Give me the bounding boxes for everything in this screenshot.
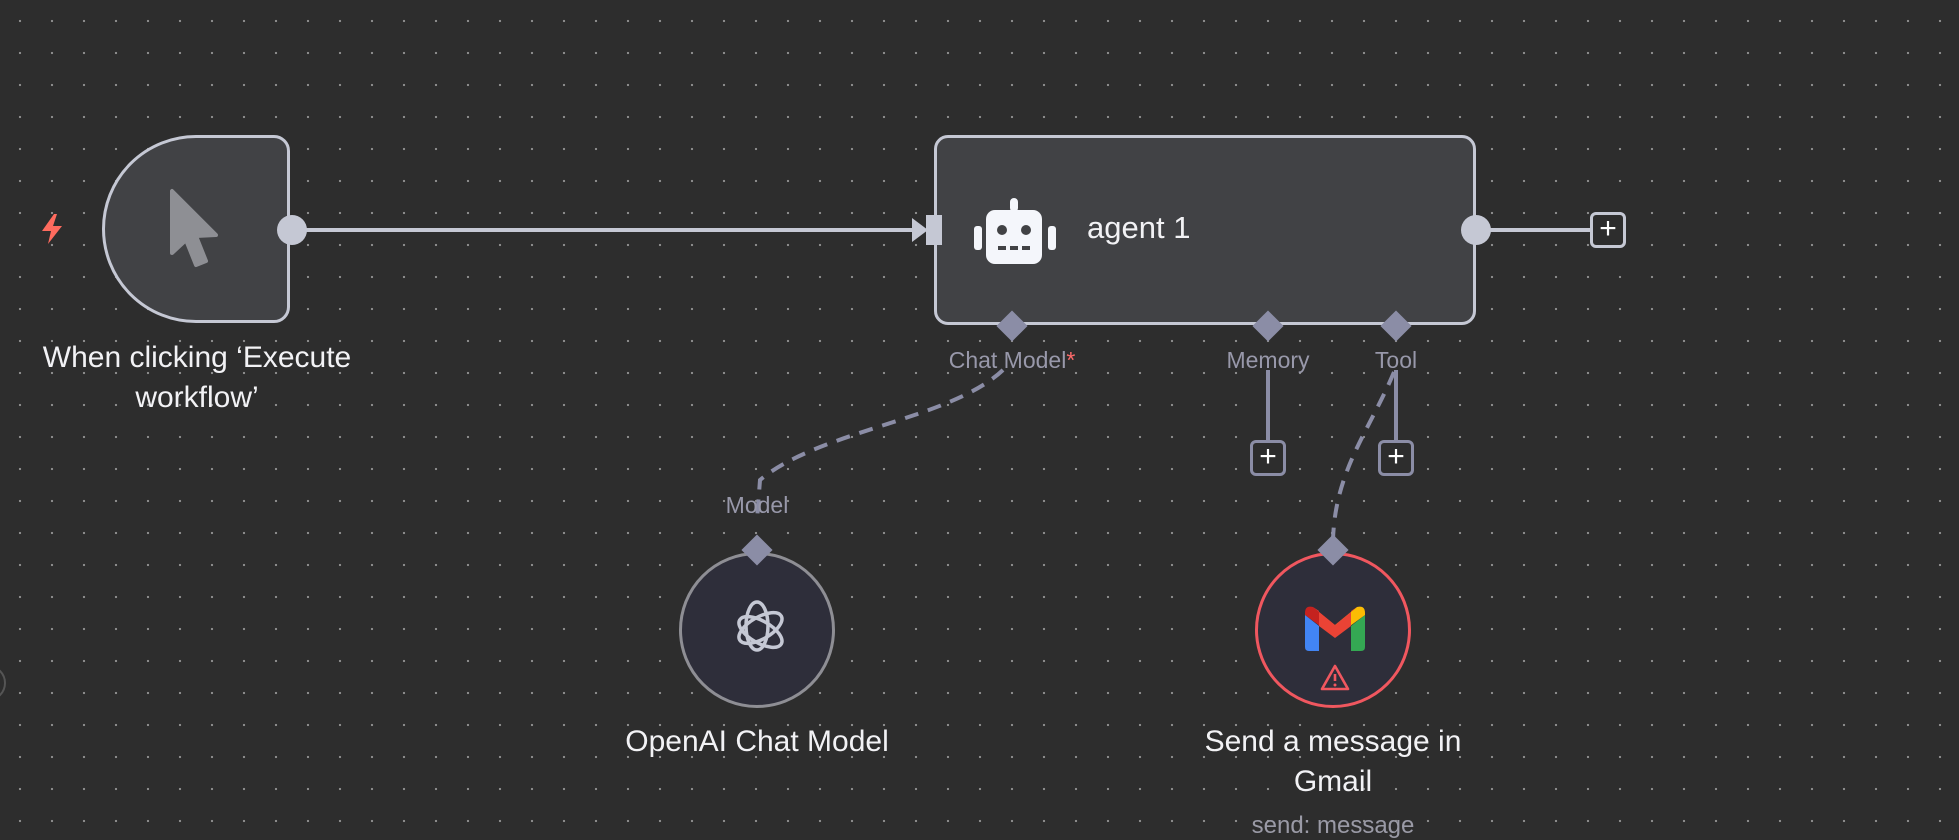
trigger-output-handle[interactable]: [277, 215, 307, 245]
edge-chat-model-to-openai[interactable]: [755, 368, 1005, 521]
trigger-label: When clicking ‘Execute workflow’: [43, 338, 351, 418]
cursor-icon: [170, 189, 218, 267]
openai-model-port-label: Model: [725, 492, 789, 518]
agent-output-handle[interactable]: [1461, 215, 1491, 245]
tool-port-label: Tool: [1374, 347, 1418, 373]
add-memory-button[interactable]: +: [1250, 440, 1286, 476]
agent-title: agent 1: [1087, 210, 1191, 245]
openai-label: OpenAI Chat Model: [625, 725, 889, 758]
robot-icon: [974, 198, 1056, 264]
edge-arrowhead: [912, 218, 928, 242]
add-next-node-button[interactable]: +: [1590, 212, 1626, 248]
trigger-label-line2: workflow’: [135, 381, 259, 414]
gmail-node[interactable]: [1255, 552, 1411, 708]
memory-port-label: Memory: [1226, 347, 1310, 373]
gmail-icon: [1305, 606, 1365, 651]
trigger-node[interactable]: [102, 135, 290, 323]
gmail-label-line1: Send a message in: [1204, 725, 1462, 758]
trigger-label-line1: When clicking ‘Execute: [42, 341, 352, 374]
gmail-label: Send a message in Gmail: [1205, 722, 1462, 802]
agent-input-handle[interactable]: [926, 215, 942, 245]
chat-model-label-text: Chat Model: [948, 347, 1067, 373]
add-tool-button[interactable]: +: [1378, 440, 1414, 476]
chat-model-port-label: Chat Model*: [949, 347, 1076, 374]
edge-tool-to-gmail[interactable]: [1331, 371, 1396, 541]
required-marker: *: [1066, 347, 1076, 373]
gmail-label-line2: Gmail: [1293, 765, 1373, 798]
openai-chat-model-node[interactable]: [679, 552, 835, 708]
lightning-bolt-icon: [42, 214, 62, 244]
openai-icon: [737, 600, 784, 652]
warning-icon: [1320, 664, 1350, 691]
gmail-subtitle: send: message: [1251, 812, 1415, 839]
agent-node[interactable]: agent 1: [934, 135, 1476, 325]
